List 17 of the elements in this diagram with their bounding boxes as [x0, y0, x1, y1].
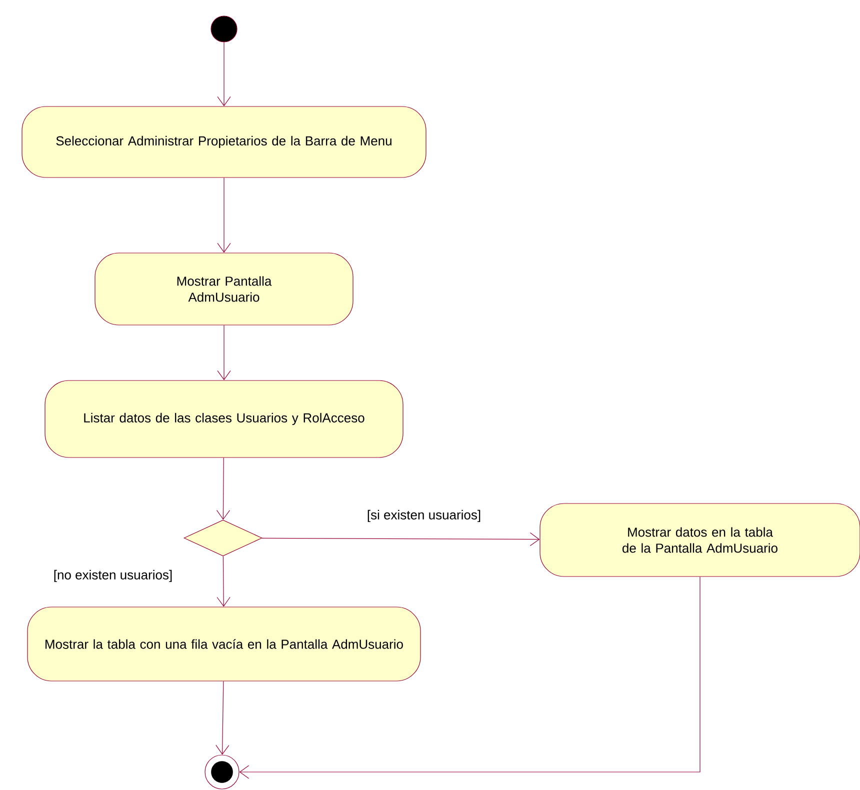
arrow	[217, 325, 231, 380]
arrow	[217, 178, 231, 253]
activity-box: Mostrar la tabla con una fila vacía en la Pantalla AdmUsuario	[27, 606, 421, 682]
activity-box: Mostrar datos en la tabla de la Pantalla AdmUsuario	[540, 503, 860, 577]
activity-box: Listar datos de las clases Usuarios y RolAcceso	[44, 380, 404, 458]
edge-label: [si existen usuarios]	[366, 508, 482, 524]
arrow	[216, 458, 230, 520]
arrow	[262, 532, 540, 546]
start-node	[210, 16, 238, 42]
arrow	[216, 556, 230, 607]
edge-label: [no existen usuarios]	[52, 568, 174, 584]
arrow	[216, 681, 230, 755]
arrow	[217, 42, 231, 106]
activity-box: Mostrar Pantalla AdmUsuario	[94, 252, 354, 326]
end-node	[204, 754, 240, 790]
arrow	[239, 576, 700, 779]
activity-box: Seleccionar Administrar Propietarios de la Barra de Menu	[22, 106, 426, 178]
